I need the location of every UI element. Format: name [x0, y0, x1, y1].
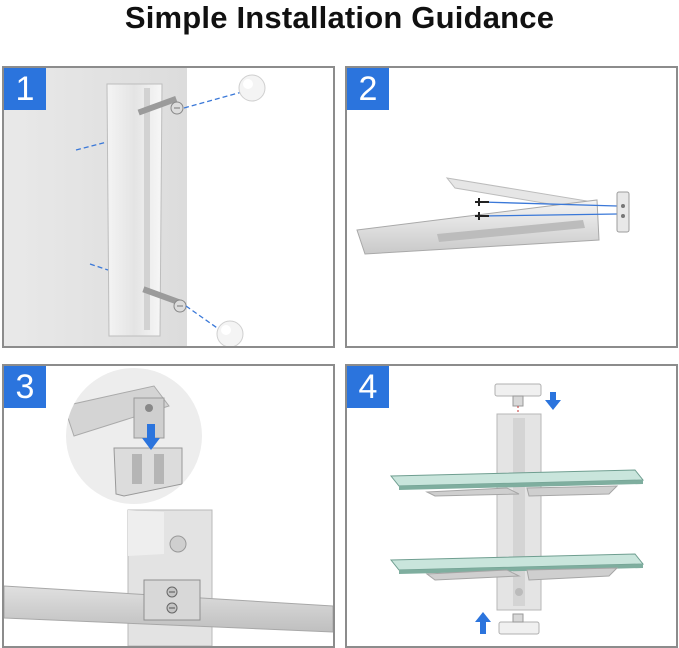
- screw-icon: [475, 198, 489, 206]
- arrow-up-icon: [475, 612, 491, 634]
- wall-plate: [616, 191, 630, 233]
- step-4-panel: 4: [345, 364, 678, 648]
- step-1-badge: 1: [4, 68, 46, 110]
- screw-icon: [166, 602, 178, 614]
- anchor-icon: [498, 613, 540, 635]
- step-4-illustration: [389, 383, 645, 635]
- anchor-icon: [238, 74, 266, 102]
- screw-icon: [166, 586, 178, 598]
- lower-arm: [356, 199, 600, 255]
- arrow-down-icon: [545, 392, 561, 410]
- connector-plate: [143, 579, 201, 621]
- step-3-illustration: [4, 368, 333, 646]
- arrow-down-icon: [142, 424, 160, 450]
- step-2-illustration: [356, 177, 630, 255]
- step-2-badge: 2: [347, 68, 389, 110]
- page-title: Simple Installation Guidance: [124, 0, 555, 35]
- wall-rail: [106, 83, 163, 337]
- step-1-illustration: [4, 68, 333, 346]
- step-1-panel: 1: [2, 66, 335, 348]
- anchor-icon: [494, 383, 542, 407]
- step-3-badge: 3: [4, 366, 46, 408]
- screw-icon: [137, 96, 184, 116]
- screw-icon: [475, 212, 489, 220]
- step-2-panel: 2: [345, 66, 678, 348]
- anchor-icon: [216, 320, 244, 346]
- step-4-badge: 4: [347, 366, 389, 408]
- step-3-panel: 3: [2, 364, 335, 648]
